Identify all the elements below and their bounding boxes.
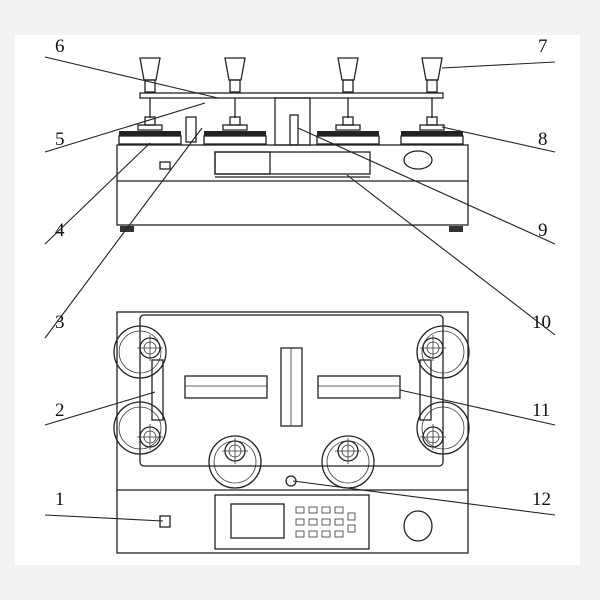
abrasion-table: [317, 131, 379, 136]
keypad-key: [308, 518, 318, 526]
keypad-key: [347, 512, 356, 521]
holder-base: [222, 124, 248, 131]
keypad-key: [321, 518, 331, 526]
weight-stem: [426, 79, 438, 93]
callout-6: 6: [55, 36, 65, 57]
weight-icon: [337, 57, 359, 81]
test-station: [203, 57, 267, 145]
guide-plate: [139, 314, 444, 467]
callout-2: 2: [55, 400, 65, 421]
handwheel-top: [403, 510, 433, 542]
callout-12: 12: [532, 489, 551, 510]
callout-4: 4: [55, 220, 65, 241]
power-switch: [159, 161, 171, 170]
lcd-screen: [230, 503, 285, 539]
keypad-key: [334, 506, 344, 514]
slot-center: [280, 347, 303, 427]
keypad-key: [321, 506, 331, 514]
test-station: [118, 57, 182, 145]
table-base: [118, 135, 182, 145]
handle-left: [151, 359, 164, 421]
callout-5: 5: [55, 129, 65, 150]
callout-7: 7: [538, 36, 548, 57]
abrasion-table: [204, 131, 266, 136]
keypad-key: [295, 530, 305, 538]
callout-9: 9: [538, 220, 548, 241]
weight-stem: [144, 79, 156, 93]
foot-right: [449, 226, 463, 232]
weight-icon: [421, 57, 443, 81]
handwheel: [403, 150, 433, 170]
abrasion-table: [119, 131, 181, 136]
weight-stem: [342, 79, 354, 93]
keypad-key: [295, 506, 305, 514]
table-base: [316, 135, 380, 145]
callout-8: 8: [538, 129, 548, 150]
handle-right: [419, 359, 432, 421]
abrasion-table: [401, 131, 463, 136]
callout-3: 3: [55, 312, 65, 333]
table-base: [203, 135, 267, 145]
power-switch-top: [159, 515, 171, 528]
top-view: [113, 311, 470, 554]
test-station: [316, 57, 380, 145]
slot-right: [317, 375, 401, 399]
callout-11: 11: [532, 400, 550, 421]
weight-stem: [229, 79, 241, 93]
keypad-key: [334, 518, 344, 526]
keypad-key: [334, 530, 344, 538]
keypad-key: [308, 530, 318, 538]
holder-base: [335, 124, 361, 131]
control-panel: [214, 494, 370, 550]
callout-1: 1: [55, 489, 65, 510]
keypad-key: [295, 518, 305, 526]
callouts: 1 2 3 4 5 6 7 8 9 10 11 12: [44, 36, 556, 522]
keypad-key: [308, 506, 318, 514]
weight-icon: [139, 57, 161, 81]
keypad-key: [321, 530, 331, 538]
callout-10: 10: [532, 312, 551, 333]
slot-left: [184, 375, 268, 399]
front-view: [116, 57, 469, 232]
weight-icon: [224, 57, 246, 81]
table-base: [400, 135, 464, 145]
holder-base: [137, 124, 163, 131]
abrasion-disc: [208, 435, 262, 489]
keypad-key: [347, 524, 356, 533]
